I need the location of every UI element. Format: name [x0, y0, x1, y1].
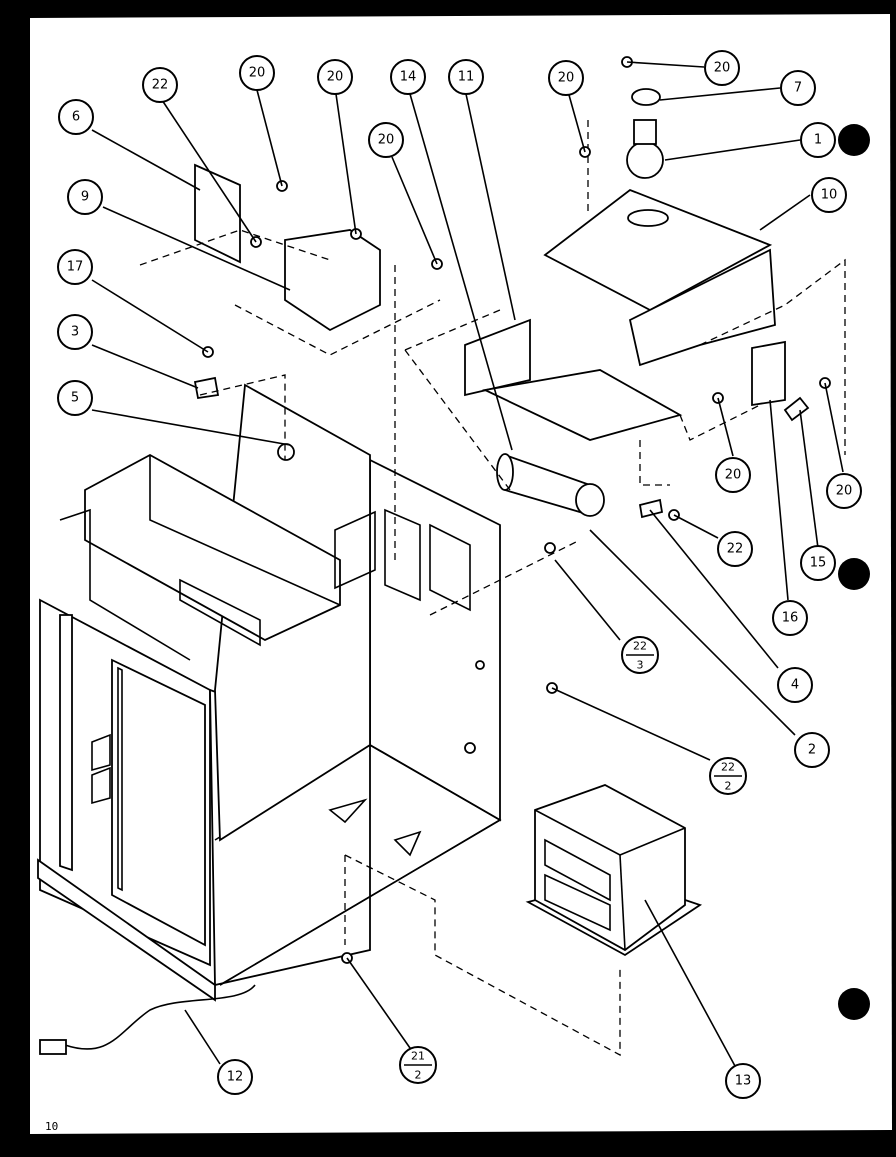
- callout-4: 4: [777, 667, 813, 703]
- callout-14: 14: [390, 59, 426, 95]
- terminal-block: [751, 340, 786, 407]
- callout-15: 15: [800, 545, 836, 581]
- callout-2: 2: [794, 732, 830, 768]
- svg-text:3: 3: [71, 325, 79, 340]
- svg-text:20: 20: [249, 66, 266, 81]
- callout-13: 13: [725, 1063, 761, 1099]
- callout-20: 20: [715, 457, 751, 493]
- svg-text:9: 9: [81, 190, 89, 205]
- revision-label: REV 1: [45, 1135, 78, 1148]
- lamp-housing: [543, 188, 776, 367]
- svg-text:20: 20: [327, 70, 344, 85]
- svg-text:17: 17: [67, 260, 84, 275]
- callout-fraction-22-2: 22 2: [709, 757, 747, 795]
- callout-20: 20: [239, 55, 275, 91]
- capacitor-cylinder: [496, 453, 605, 517]
- callout-17: 17: [57, 249, 93, 285]
- callout-9: 9: [67, 179, 103, 215]
- callout-20: 20: [548, 60, 584, 96]
- svg-text:7: 7: [794, 81, 802, 96]
- svg-text:3: 3: [637, 659, 644, 672]
- svg-text:10: 10: [821, 188, 838, 203]
- power-cord: [39, 984, 256, 1055]
- callout-7: 7: [780, 70, 816, 106]
- callout-22: 22: [717, 531, 753, 567]
- svg-text:6: 6: [72, 110, 80, 125]
- callout-16: 16: [772, 600, 808, 636]
- callout-11: 11: [448, 59, 484, 95]
- svg-text:14: 14: [400, 70, 417, 85]
- transformer: [525, 784, 703, 957]
- svg-text:20: 20: [725, 468, 742, 483]
- svg-text:22: 22: [727, 542, 744, 557]
- svg-text:12: 12: [227, 1070, 244, 1085]
- callout-6: 6: [58, 99, 94, 135]
- interlock-switch: [193, 376, 220, 400]
- callout-12: 12: [217, 1059, 253, 1095]
- diode-bracket: [638, 498, 664, 519]
- callout-20: 20: [317, 59, 353, 95]
- callout-20: 20: [368, 122, 404, 158]
- lamp-bulb: [626, 88, 664, 179]
- revision-number: 10: [45, 1120, 58, 1133]
- svg-text:20: 20: [378, 133, 395, 148]
- callout-3: 3: [57, 314, 93, 350]
- callout-fraction-21-2: 21 2: [399, 1046, 437, 1084]
- svg-text:20: 20: [558, 71, 575, 86]
- screws: [202, 56, 831, 964]
- svg-text:2: 2: [725, 780, 732, 793]
- svg-text:2: 2: [808, 743, 816, 758]
- registration-dot: [838, 558, 870, 590]
- callout-5: 5: [57, 380, 93, 416]
- svg-text:20: 20: [714, 61, 731, 76]
- leader-lines: [91, 61, 844, 1067]
- svg-text:4: 4: [791, 678, 799, 693]
- callout-20: 20: [704, 50, 740, 86]
- svg-text:5: 5: [71, 391, 79, 406]
- callout-22: 22: [142, 67, 178, 103]
- bracket-6: [194, 163, 241, 264]
- callout-10: 10: [811, 177, 847, 213]
- registration-dot: [838, 988, 870, 1020]
- svg-text:11: 11: [458, 70, 475, 85]
- bracket-9: [284, 229, 381, 332]
- air-duct-plate: [464, 318, 683, 441]
- svg-text:13: 13: [735, 1074, 752, 1089]
- svg-text:22: 22: [152, 78, 169, 93]
- svg-text:21: 21: [411, 1050, 425, 1063]
- registration-dot: [838, 124, 870, 156]
- svg-text:2: 2: [415, 1069, 422, 1082]
- svg-text:1: 1: [814, 133, 822, 148]
- svg-text:16: 16: [782, 611, 799, 626]
- callout-fraction-22-3: 22 3: [621, 636, 659, 674]
- svg-text:22: 22: [721, 761, 735, 774]
- svg-text:22: 22: [633, 640, 647, 653]
- fuse: [783, 396, 810, 422]
- assembly-guide-lines: [139, 120, 846, 1057]
- callout-1: 1: [800, 122, 836, 158]
- svg-text:20: 20: [836, 484, 853, 499]
- callout-20: 20: [826, 473, 862, 509]
- svg-text:15: 15: [810, 556, 827, 571]
- cabinet-chassis: [37, 383, 502, 1002]
